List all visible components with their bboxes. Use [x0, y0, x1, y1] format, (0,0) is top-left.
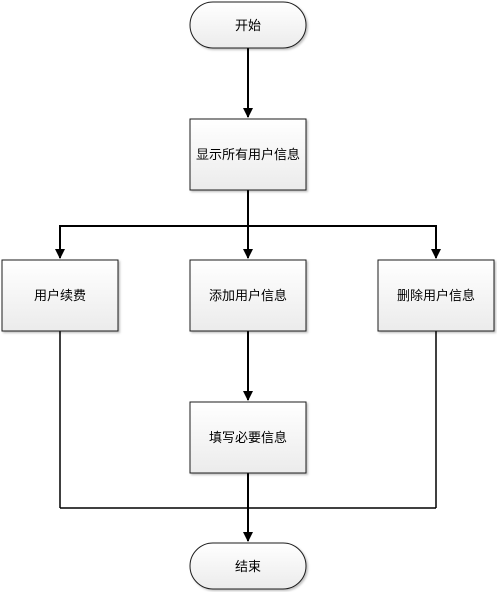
node-fill — [189, 401, 307, 474]
add-label: 添加用户信息 — [209, 288, 287, 304]
fill-process-box — [189, 401, 307, 474]
node-delete — [377, 259, 495, 332]
start-label: 开始 — [235, 19, 261, 34]
show-all-process-box — [189, 118, 307, 191]
renew-label: 用户续费 — [34, 288, 86, 304]
fill-label: 填写必要信息 — [209, 430, 287, 446]
node-add — [189, 259, 307, 332]
end-label: 结束 — [235, 560, 261, 575]
node-show-all — [189, 118, 307, 191]
end-terminal-shape — [189, 542, 307, 590]
node-start — [189, 1, 307, 49]
node-end — [189, 542, 307, 590]
delete-process-box — [377, 259, 495, 332]
edges — [55, 48, 441, 542]
node-renew — [1, 259, 119, 332]
add-process-box — [189, 259, 307, 332]
start-terminal-shape — [189, 1, 307, 49]
renew-process-box — [1, 259, 119, 332]
show-all-label: 显示所有用户信息 — [196, 147, 300, 163]
delete-label: 删除用户信息 — [397, 288, 475, 304]
